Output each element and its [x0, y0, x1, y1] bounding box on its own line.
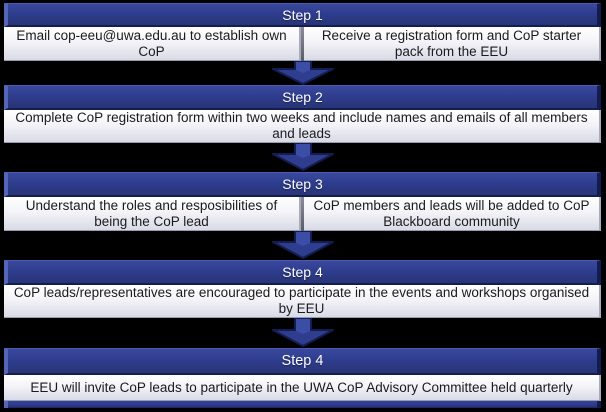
step-2-header: Step 2 — [4, 85, 601, 110]
step-5-footer-bar — [4, 401, 601, 408]
down-arrow-icon — [4, 318, 601, 348]
step-4-body: CoP leads/representatives are encouraged… — [4, 285, 601, 318]
down-arrow-icon — [4, 61, 601, 85]
step-5-body: EEU will invite CoP leads to participate… — [4, 375, 601, 401]
step-1-panel-left: Email cop-eeu@uwa.edu.au to establish ow… — [4, 27, 301, 61]
down-arrow-icon — [4, 143, 601, 172]
step-4-panel: CoP leads/representatives are encouraged… — [4, 285, 601, 318]
step-3-panel-left: Understand the roles and resposibilities… — [4, 197, 301, 231]
step-3-body: Understand the roles and resposibilities… — [4, 197, 601, 231]
step-box-1: Step 1 Email cop-eeu@uwa.edu.au to estab… — [4, 3, 601, 61]
step-3-panel-right: CoP members and leads will be added to C… — [304, 197, 601, 231]
step-4-header: Step 4 — [4, 260, 601, 285]
step-2-body: Complete CoP registration form within tw… — [4, 110, 601, 143]
step-box-5: Step 4 EEU will invite CoP leads to part… — [4, 348, 601, 408]
step-2-panel: Complete CoP registration form within tw… — [4, 110, 601, 143]
step-1-panel-right: Receive a registration form and CoP star… — [304, 27, 601, 61]
step-3-header: Step 3 — [4, 172, 601, 197]
step-5-panel: EEU will invite CoP leads to participate… — [4, 375, 601, 401]
step-box-3: Step 3 Understand the roles and resposib… — [4, 172, 601, 231]
step-1-header: Step 1 — [4, 3, 601, 27]
step-1-body: Email cop-eeu@uwa.edu.au to establish ow… — [4, 27, 601, 61]
down-arrow-icon — [4, 231, 601, 260]
step-box-2: Step 2 Complete CoP registration form wi… — [4, 85, 601, 143]
step-5-header: Step 4 — [4, 348, 601, 375]
step-box-4: Step 4 CoP leads/representatives are enc… — [4, 260, 601, 318]
